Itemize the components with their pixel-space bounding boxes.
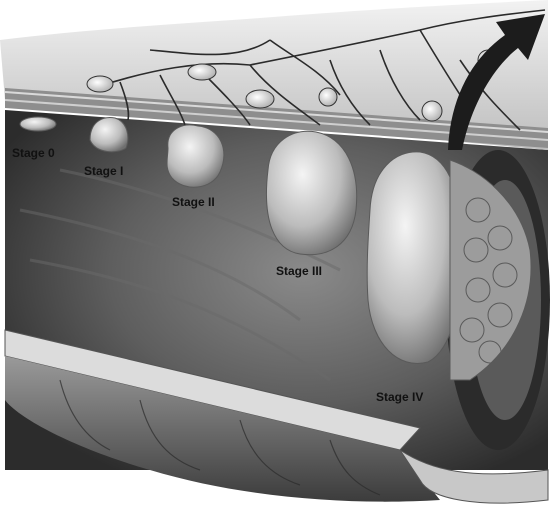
tumor-stage-2 [167, 125, 224, 187]
stage-3-label: Stage III [276, 264, 322, 278]
tumor-stage-3 [266, 131, 356, 254]
tumor-stage-1 [90, 118, 128, 152]
stage-4-label: Stage IV [376, 390, 423, 404]
tumor-stage-0 [20, 117, 56, 131]
stage-2-label: Stage II [172, 195, 215, 209]
stage-0-label: Stage 0 [12, 146, 55, 160]
tumor-stage-4 [367, 152, 462, 364]
stage-1-label: Stage I [84, 164, 123, 178]
